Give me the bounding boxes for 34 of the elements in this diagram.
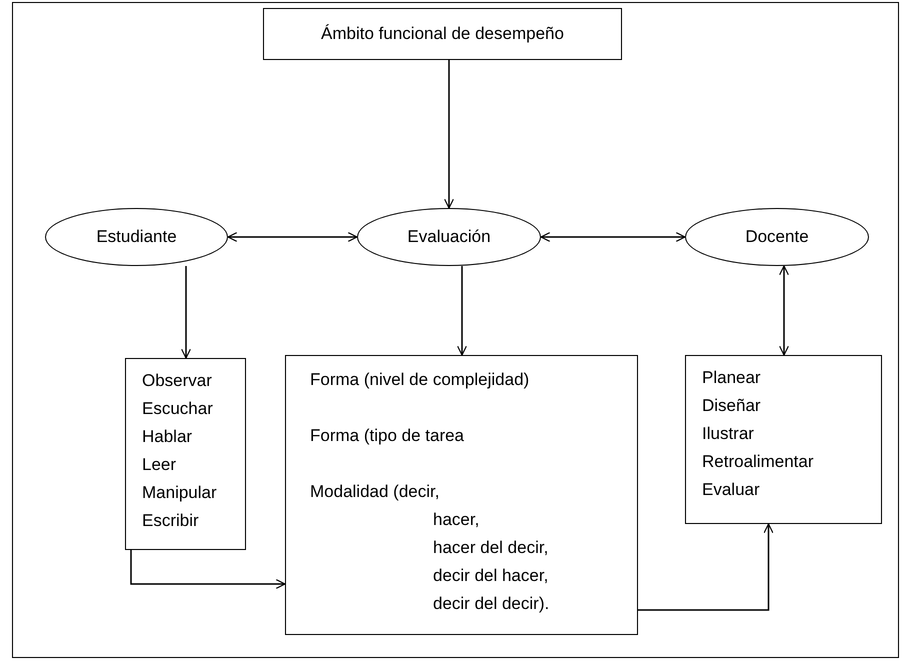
text-box <box>125 358 246 550</box>
arrow <box>638 523 774 611</box>
list-item: Escribir <box>142 510 199 532</box>
text-line: Modalidad (decir, <box>310 481 440 503</box>
list-item: Planear <box>702 367 761 389</box>
list-item: Evaluar <box>702 479 760 501</box>
arrow <box>227 232 358 242</box>
text-line: hacer del decir, <box>433 537 548 559</box>
text-box <box>685 355 882 524</box>
ellipse-label: Estudiante <box>96 226 177 248</box>
text-line: decir del hacer, <box>433 565 548 587</box>
text-line: hacer, <box>433 509 480 531</box>
list-item: Diseñar <box>702 395 761 417</box>
arrow <box>540 232 686 242</box>
arrow <box>180 266 192 359</box>
ellipse-label: Evaluación <box>407 226 491 248</box>
text-line: Forma (tipo de tarea <box>310 425 464 447</box>
text-box <box>285 355 638 635</box>
ellipse-label: Docente <box>745 226 809 248</box>
title-label: Ámbito funcional de desempeño <box>321 23 564 46</box>
arrow <box>778 265 790 356</box>
list-item: Hablar <box>142 426 192 448</box>
arrow <box>130 550 286 590</box>
arrow <box>444 60 454 209</box>
list-item: Observar <box>142 370 212 392</box>
arrow <box>456 266 468 356</box>
list-item: Leer <box>142 454 176 476</box>
text-line: Forma (nivel de complejidad) <box>310 369 530 391</box>
list-item: Escuchar <box>142 398 213 420</box>
list-item: Ilustrar <box>702 423 754 445</box>
list-item: Manipular <box>142 482 217 504</box>
title-box <box>263 8 622 60</box>
list-item: Retroalimentar <box>702 451 814 473</box>
text-line: decir del decir). <box>433 593 550 615</box>
